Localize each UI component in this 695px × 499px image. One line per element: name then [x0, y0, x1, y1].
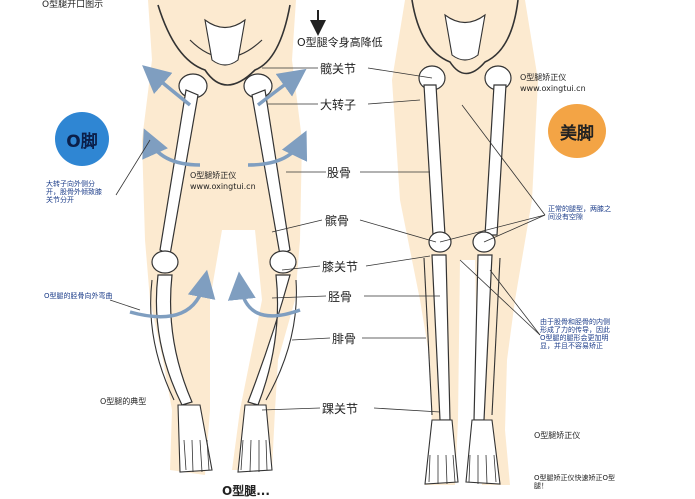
footer-text: O型腿...: [222, 484, 270, 498]
o-leg-right-foot: [237, 404, 273, 473]
label-patella: 髌骨: [325, 214, 350, 228]
note-left-bottom: O型腿的典型: [100, 397, 147, 406]
beauty-leg-badge: 美脚: [548, 104, 606, 158]
label-knee-joint: 膝关节: [322, 260, 359, 274]
label-hip-joint: 髋关节: [320, 62, 357, 76]
beauty-leg-left-foot: [424, 419, 459, 485]
o-leg-badge: O脚: [55, 112, 109, 166]
leader-lines: [109, 67, 546, 413]
label-fibula: 腓骨: [332, 332, 357, 346]
watermark-brand-mid: O型腿矫正仪: [190, 171, 237, 180]
watermark-brand-right: O型腿矫正仪: [520, 73, 567, 82]
o-leg-right-femur: [251, 89, 291, 256]
o-leg-right-tibia: [247, 274, 291, 406]
beauty-leg-figure: [392, 0, 538, 485]
top-left-caption: O型腿开口图示: [42, 0, 104, 10]
arrow-thigh-right: [247, 130, 308, 167]
o-leg-pelvis: [157, 4, 291, 86]
label-ankle-joint: 踝关节: [322, 402, 359, 416]
o-leg-figure: [129, 0, 308, 475]
height-decrease-label: O型腿令身高降低: [297, 36, 383, 49]
watermark-url-right: www.oxingtui.cn: [520, 84, 586, 93]
arrow-shin-right: [227, 271, 301, 318]
note-right-bottom2: O型腿矫正仪快速矫正O型腿！: [534, 474, 616, 490]
beauty-leg-pelvis: [411, 0, 519, 75]
arrow-thigh-left: [142, 128, 201, 167]
arrow-hip-right-outward: [256, 68, 307, 107]
note-right-lower: 由于股骨和胫骨的内侧形成了力的传导，因此O型腿的腿形会更加明显，并且不容易矫正: [540, 318, 610, 350]
beauty-leg-right-foot: [465, 419, 501, 485]
label-femur: 股骨: [327, 166, 352, 180]
label-tibia: 胫骨: [328, 290, 353, 304]
beauty-leg-right-femur: [484, 84, 507, 236]
note-right-upper: 正常的腿型，两膝之间没有空隙: [548, 205, 611, 221]
note-right-bottom1: O型腿矫正仪: [534, 431, 581, 440]
note-left-middle: 大转子向外侧分开，股骨外倾致膝关节分开: [46, 180, 102, 204]
o-leg-left-foot: [177, 404, 213, 473]
watermark-url-mid: www.oxingtui.cn: [190, 182, 256, 191]
arrow-shin-left: [129, 269, 216, 319]
label-greater-trochanter: 大转子: [320, 98, 357, 112]
arrow-hip-left-outward: [142, 65, 192, 107]
note-left-lower: O型腿的胫骨向外弯曲: [44, 292, 113, 300]
